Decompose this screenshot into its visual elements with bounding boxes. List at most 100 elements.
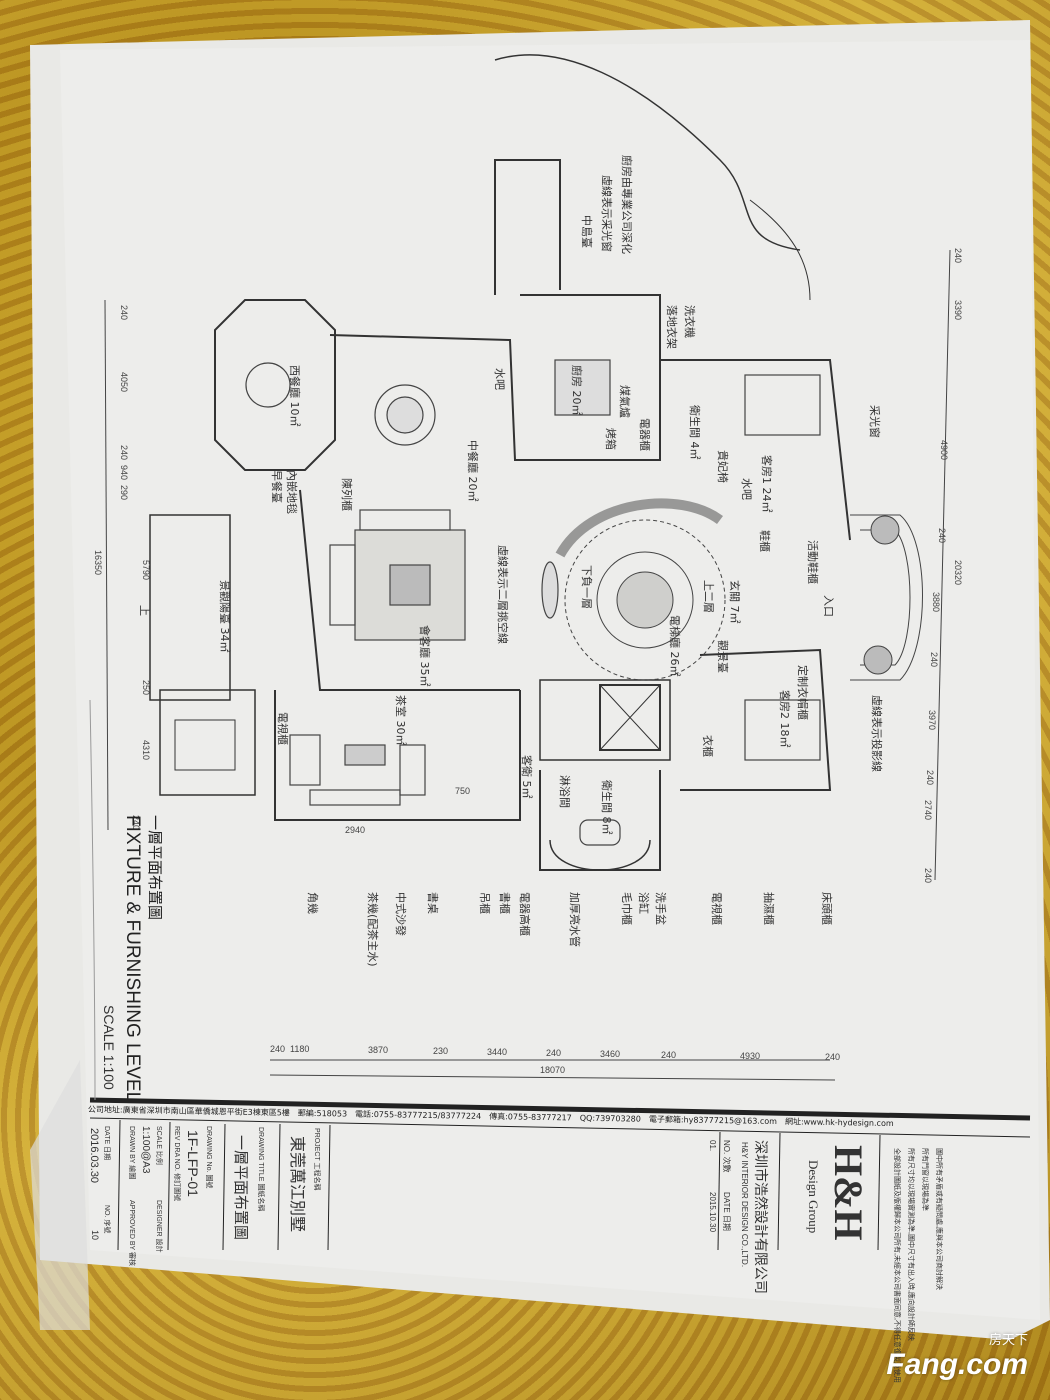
annotation: 上二層 bbox=[702, 580, 715, 613]
room-bathroom-2: 衛生間 8㎡ bbox=[600, 780, 613, 835]
annotation: 虛線表示采光窗 bbox=[600, 175, 613, 252]
room-guest-wc: 客衛 5㎡ bbox=[520, 755, 533, 799]
company-name-cn: 深圳市浩然設計有限公司 bbox=[753, 1140, 769, 1294]
rev-no: 01. bbox=[708, 1140, 717, 1152]
dim-label: 240 bbox=[546, 1048, 562, 1058]
entrance-steps bbox=[850, 514, 923, 681]
dim-label: 250 bbox=[141, 680, 151, 696]
date-label: DATE 日期 bbox=[103, 1126, 110, 1161]
room-foyer: 玄關 7㎡ bbox=[728, 580, 741, 624]
company-logo: H&H bbox=[826, 1145, 871, 1241]
annotation: 煤氣爐 bbox=[618, 385, 631, 418]
dim-label: 240 bbox=[953, 248, 963, 264]
date-value: 2016.03.30 bbox=[88, 1128, 100, 1184]
dim-label: 1180 bbox=[290, 1044, 310, 1054]
callout: 中式沙發 bbox=[394, 892, 407, 936]
approved-by-label: APPROVED BY 審核 bbox=[128, 1200, 135, 1267]
note: 所有門窗以現場為準 bbox=[921, 1148, 928, 1211]
note: 所有尺寸均以現場實測為準,圖中尺寸有出入時,應向設計師反映 bbox=[907, 1148, 914, 1341]
qq: QQ:739703280 bbox=[579, 1113, 641, 1124]
dim-label: 5790 bbox=[141, 560, 151, 581]
postcode: 郵編:518053 bbox=[297, 1108, 348, 1119]
room-tea: 茶室 30㎡ bbox=[394, 695, 407, 746]
callout: 浴缸 bbox=[637, 892, 650, 914]
dim-label: 240 bbox=[119, 305, 129, 321]
annotation: 落地衣架 bbox=[665, 305, 678, 349]
annotation: 淋浴間 bbox=[558, 775, 571, 808]
callout: 角幾 bbox=[306, 892, 319, 914]
callout: 加厚亮水管 bbox=[568, 892, 581, 947]
sheet-value: 10 bbox=[90, 1230, 100, 1241]
watermark-cn: 房天下 bbox=[988, 1332, 1028, 1347]
dim-label: 2740 bbox=[923, 800, 933, 821]
annotation: 內嵌地毯 bbox=[285, 470, 298, 514]
annotation: 觀景臺 bbox=[716, 640, 729, 673]
dim-label: 230 bbox=[433, 1046, 449, 1056]
drawing-no-label: DRAWING No. 圖號 bbox=[205, 1126, 212, 1189]
designer-label: DESIGNER 設計 bbox=[155, 1200, 162, 1253]
callout: 書桌 bbox=[426, 892, 439, 914]
company-name-en: H&Y INTERIOR DESIGN CO.,LTD. bbox=[740, 1142, 749, 1268]
callout: 抽濕櫃 bbox=[762, 892, 775, 925]
dim-label: 240 bbox=[825, 1052, 841, 1062]
dim-label: 3460 bbox=[600, 1049, 621, 1059]
dim-label: 240 bbox=[923, 868, 933, 884]
drawing-title-label: DRAWING TITLE 圖紙名稱 bbox=[257, 1127, 264, 1212]
annotation: 陳列櫃 bbox=[340, 478, 353, 511]
rev-date: 2015.10.30 bbox=[708, 1192, 717, 1233]
annotation: 廚房由專業公司深化 bbox=[620, 155, 633, 254]
sheet-label: NO. 序號 bbox=[103, 1205, 110, 1234]
annotation: 貴妃椅 bbox=[716, 450, 729, 483]
drawing-scale: SCALE 1:100 bbox=[101, 1005, 117, 1090]
annotation: 活動鞋櫃 bbox=[806, 540, 819, 584]
room-bathroom-1: 衛生間 4㎡ bbox=[688, 405, 701, 460]
scale-label: SCALE 比例 bbox=[155, 1126, 162, 1165]
room-reception: 會客廳 35㎡ bbox=[418, 625, 431, 687]
callout: 床頭櫃 bbox=[820, 892, 833, 925]
drawing-title-cn: 一層平面布置圖 bbox=[146, 815, 164, 921]
dim-label: 240 bbox=[937, 528, 947, 544]
annotation: 電器櫃 bbox=[638, 418, 651, 451]
dim-label: 240 bbox=[119, 445, 129, 461]
annotation: 電視櫃 bbox=[276, 712, 289, 745]
dim-label: 3440 bbox=[487, 1047, 508, 1057]
dim-label: 4050 bbox=[119, 372, 129, 393]
spiral-staircase bbox=[555, 498, 726, 681]
callout: 茶幾(配茶主水) bbox=[366, 892, 379, 967]
watermark-en: Fang.com bbox=[886, 1348, 1028, 1381]
fax: 傳真:0755-83777217 bbox=[489, 1112, 572, 1123]
project-value: 東莞萬江別墅 bbox=[288, 1136, 305, 1233]
dim-label: 3970 bbox=[927, 710, 937, 731]
room-terrace: 景觀陽臺 34㎡ bbox=[218, 580, 231, 653]
dim-label: 240 bbox=[270, 1044, 286, 1054]
drawing-title-en: FIXTURE & FURNISHING LEVEL bbox=[122, 815, 143, 1103]
annotation: 洗衣機 bbox=[683, 305, 696, 338]
annotation: 水吧 bbox=[493, 368, 506, 390]
rev-label: NO. 次數 bbox=[722, 1140, 731, 1173]
callout: 電器高櫃 bbox=[518, 892, 531, 936]
annotation: 鞋櫃 bbox=[758, 530, 771, 552]
annotation: 下負一層 bbox=[580, 565, 593, 609]
dim-label: 940 bbox=[119, 465, 129, 481]
note: 圖中所有矛盾或有疑問處,應與本公司商討解決 bbox=[935, 1148, 942, 1290]
room-western-dining: 西餐廳 10㎡ bbox=[288, 365, 301, 427]
dim-label: 4930 bbox=[740, 1051, 761, 1061]
dim-label: 20320 bbox=[953, 560, 963, 586]
annotation: 上 bbox=[138, 605, 151, 616]
title-block-frame bbox=[89, 1097, 1031, 1251]
drawn-by-label: DRAWN BY 繪圖 bbox=[128, 1126, 135, 1180]
drawing-no-value: 1F-LFP-01 bbox=[185, 1130, 201, 1197]
scale-value: 1:100@A3 bbox=[140, 1126, 151, 1174]
callout: 洗手盆 bbox=[654, 892, 667, 925]
annotation: 虛線表示二層挑空線 bbox=[496, 545, 509, 644]
dim-label: 3870 bbox=[368, 1045, 389, 1055]
annotation: 衣櫃 bbox=[701, 735, 714, 757]
callout: 書櫃 bbox=[498, 892, 511, 914]
annotation: 定制衣帽櫃 bbox=[796, 665, 809, 720]
rev-date-label: DATE 日期 bbox=[722, 1192, 731, 1231]
dim-label: 240 bbox=[661, 1050, 677, 1060]
room-elevator-hall: 電梯廳 26㎡ bbox=[668, 615, 681, 677]
dim-label: 290 bbox=[119, 485, 129, 501]
room-guest-1: 客房1 24㎡ bbox=[760, 455, 773, 513]
